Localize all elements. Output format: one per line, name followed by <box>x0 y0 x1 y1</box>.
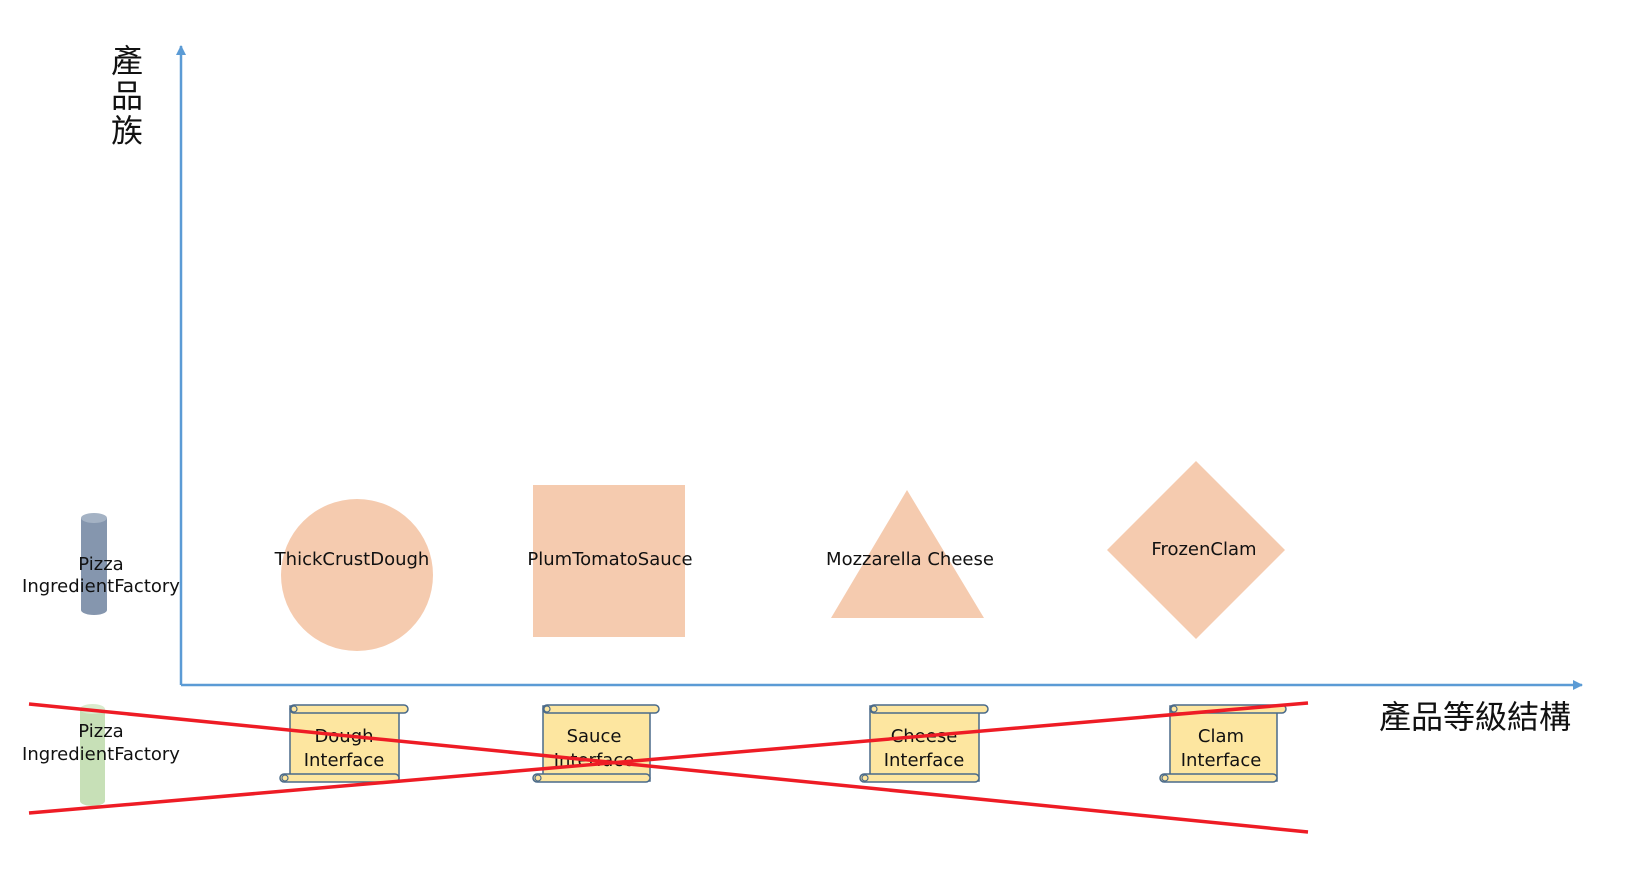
interface-sauce: Sauce Interface <box>532 704 660 783</box>
factory-bottom-label-line2: IngredientFactory <box>22 744 180 765</box>
y-axis-label-char-2: 品 <box>111 77 143 115</box>
interface-label-line1: Clam <box>1198 726 1244 747</box>
interface-dough: Dough Interface <box>279 704 409 783</box>
product-mozzarella-cheese: Mozzarella Cheese <box>826 490 994 618</box>
scroll-icon <box>1159 704 1287 783</box>
factory-top-label-line2: IngredientFactory <box>22 576 180 597</box>
interface-clam: Clam Interface <box>1159 704 1287 783</box>
product-frozenclam: FrozenClam <box>1107 461 1285 639</box>
cross-line-2 <box>28 701 1309 815</box>
cross-out-mark <box>28 701 1309 834</box>
scroll-icon <box>859 704 989 783</box>
product-thickcrustdough: ThickCrustDough <box>274 499 433 651</box>
scroll-icon <box>279 704 409 783</box>
y-axis-label-char-1: 產 <box>111 42 143 80</box>
cylinder-icon <box>81 513 107 615</box>
interface-cheese: Cheese Interface <box>859 704 989 783</box>
square-shape <box>533 485 685 637</box>
circle-shape <box>281 499 433 651</box>
interface-label-line2: Interface <box>884 750 965 771</box>
factory-bottom-label-line1: Pizza <box>78 721 123 742</box>
factory-top-label-line1: Pizza <box>78 554 123 575</box>
product-label: Mozzarella Cheese <box>826 549 994 570</box>
y-axis-label-char-3: 族 <box>111 112 143 150</box>
cross-line-1 <box>28 702 1309 834</box>
interface-label-line2: Interface <box>1181 750 1262 771</box>
axes: 產 品 族 產品等級結構 <box>111 42 1583 736</box>
factory-top: Pizza IngredientFactory <box>22 513 180 615</box>
product-label: PlumTomatoSauce <box>527 549 692 570</box>
x-axis-label: 產品等級結構 <box>1379 698 1571 736</box>
factory-bottom: Pizza IngredientFactory <box>22 704 180 806</box>
product-label: FrozenClam <box>1151 539 1256 560</box>
interface-label-line1: Sauce <box>567 726 622 747</box>
product-label: ThickCrustDough <box>274 549 430 570</box>
triangle-shape <box>831 490 984 618</box>
diamond-shape <box>1107 461 1285 639</box>
product-plumtomatosauce: PlumTomatoSauce <box>527 485 693 637</box>
interface-label-line2: Interface <box>304 750 385 771</box>
cylinder-icon <box>80 704 105 806</box>
